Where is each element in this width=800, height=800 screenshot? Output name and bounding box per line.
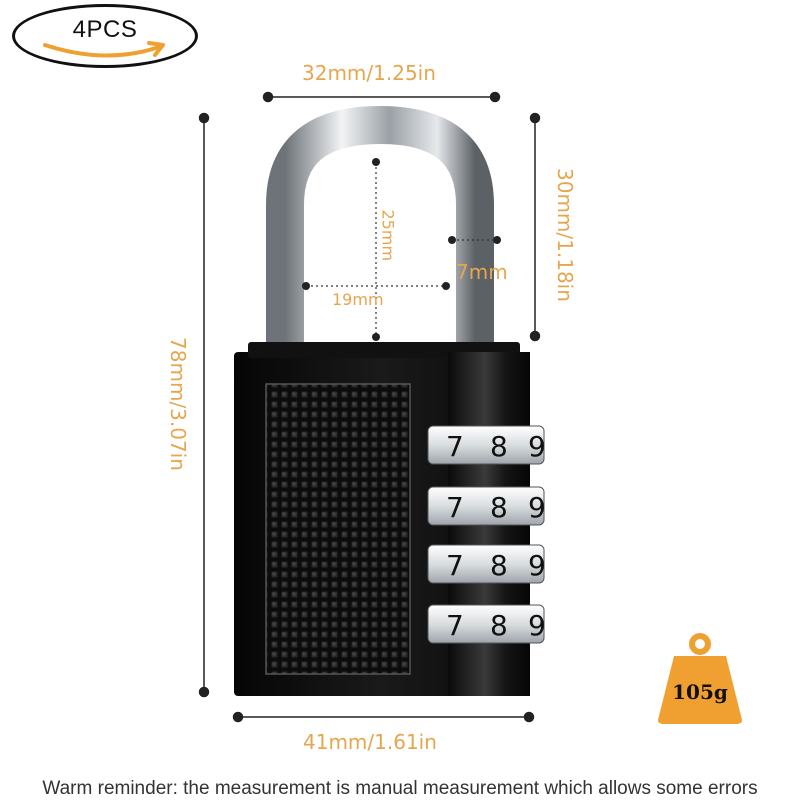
textured-panel	[265, 383, 411, 675]
shackle	[266, 105, 494, 345]
dial-2[interactable]: 7 8 9	[427, 486, 546, 526]
smile-arrow-icon	[43, 41, 165, 58]
dial-digit: 8	[490, 609, 508, 642]
bottom-width-label: 41mm/1.61in	[303, 730, 437, 754]
quantity-label: 4PCS	[72, 16, 138, 43]
dial-digit: 7	[446, 549, 464, 582]
dial-digit: 8	[490, 430, 508, 463]
shackle-thickness-label: 7mm	[456, 260, 508, 284]
shackle-height-label: 30mm/1.18in	[553, 168, 577, 302]
dial-digit: 9	[528, 609, 546, 642]
total-height-label: 78mm/3.07in	[166, 337, 190, 471]
dial-digit: 8	[490, 549, 508, 582]
weight-icon	[658, 633, 742, 724]
weight-label: 105g	[672, 680, 728, 704]
dial-digit: 7	[446, 609, 464, 642]
dial-4[interactable]: 7 8 9	[427, 604, 546, 644]
dial-digit: 9	[528, 430, 546, 463]
measurement-reminder: Warm reminder: the measurement is manual…	[42, 778, 758, 799]
dial-digit: 7	[446, 430, 464, 463]
dial-digit: 8	[490, 491, 508, 524]
dial-digit: 7	[446, 491, 464, 524]
quantity-badge: 4PCS	[12, 4, 198, 68]
dial-digit: 9	[528, 491, 546, 524]
top-width-label: 32mm/1.25in	[302, 61, 436, 85]
dial-1[interactable]: 7 8 9	[427, 425, 546, 465]
dial-digit: 9	[528, 549, 546, 582]
inner-height-label: 25mm	[378, 209, 398, 262]
inner-width-label: 19mm	[332, 290, 384, 309]
dial-3[interactable]: 7 8 9	[427, 544, 546, 584]
